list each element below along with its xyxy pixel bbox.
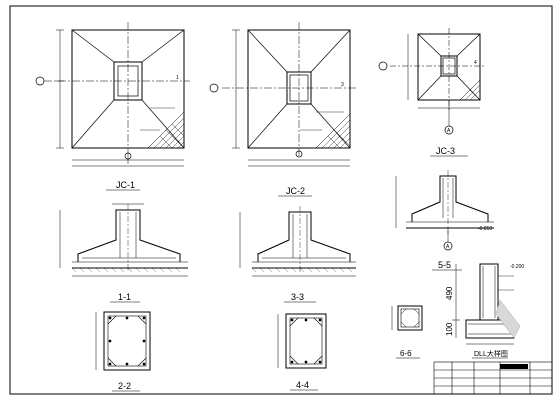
jc3-title: JC-3 [436,146,455,156]
sec55-level: -0.850 [478,226,492,232]
section-5-5 [395,170,494,251]
jc2-title: JC-2 [286,186,305,196]
jc2-plan [209,22,356,167]
jc3-mark-a: A [447,128,451,134]
jc2-mark: 3 [341,82,344,88]
sec44-title: 4-4 [296,380,309,390]
section-2-2 [95,311,151,371]
sec55-title: 5-5 [438,260,451,270]
jc1-mark: 1 [176,75,179,81]
section-3-3 [239,206,356,277]
sec33-title: 3-3 [291,292,304,302]
dll-detail [452,263,521,345]
jc1-title: JC-1 [116,180,135,190]
section-4-4 [277,313,327,369]
dll-level: -0.200 [510,264,524,270]
sec11-title: 1-1 [118,292,131,302]
section-1-1 [59,203,188,277]
sec22-title: 2-2 [118,381,131,391]
dll-title: DLL大样图 [474,349,508,358]
dll-dim-100: 100 [445,322,454,336]
dll-dim-490: 490 [445,286,454,300]
section-6-6 [391,305,423,331]
sec55-mark-a: A [446,244,450,250]
sheet-border [9,5,553,395]
jc3-plan [378,28,486,135]
jc3-mark-4: 4 [474,60,477,66]
title-block [433,361,553,395]
sec66-title: 6-6 [400,349,412,358]
jc1-plan [35,22,190,167]
